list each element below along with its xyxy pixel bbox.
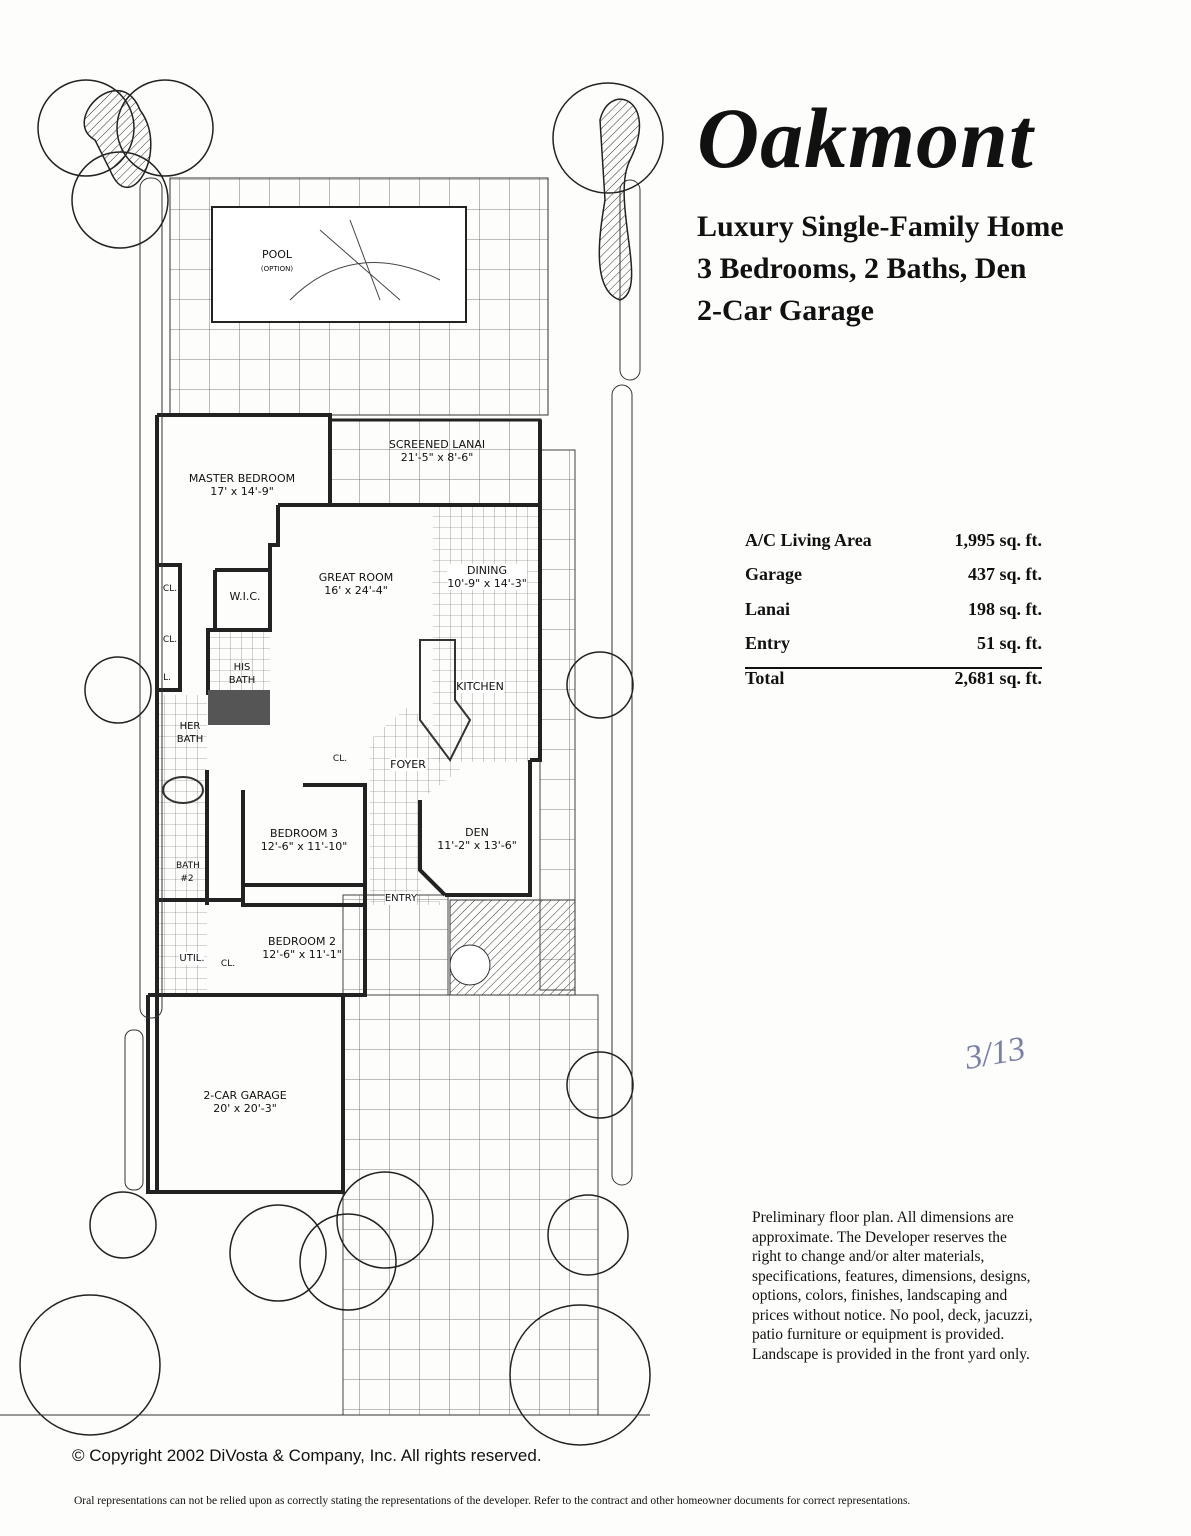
shower <box>208 690 270 725</box>
subtitle-line: 3 Bedrooms, 2 Baths, Den <box>697 252 1027 285</box>
total-divider <box>745 667 1042 669</box>
utility-label: UTIL. <box>179 952 205 965</box>
landscape-trees <box>19 79 664 1446</box>
area-row: A/C Living Area 1,995 sq. ft. <box>745 530 1042 551</box>
area-value: 1,995 sq. ft. <box>954 530 1042 550</box>
lanai-dimensions: 21'-5" x 8'-6" <box>400 451 474 464</box>
pool-label: POOL (OPTION) <box>261 248 293 276</box>
oral-representation-notice: Oral representations can not be relied u… <box>74 1495 911 1507</box>
his-bath-label: HIS BATH <box>228 662 256 686</box>
model-title: Oakmont <box>697 90 1034 186</box>
total-row: Total 2,681 sq. ft. <box>745 668 1042 689</box>
area-value: 198 sq. ft. <box>967 599 1042 619</box>
closet-label: CL. <box>332 754 348 764</box>
foyer-label: FOYER <box>390 758 426 771</box>
garage-name: 2-CAR GARAGE <box>203 1089 287 1102</box>
bed3-name: BEDROOM 3 <box>270 827 338 840</box>
great-name: GREAT ROOM <box>318 571 394 584</box>
bed3-dimensions: 12'-6" x 11'-10" <box>260 840 348 853</box>
linen-label: L. <box>163 673 171 683</box>
bath-2-label: BATH #2 <box>176 861 200 884</box>
pool <box>211 206 467 323</box>
area-row: Lanai 198 sq. ft. <box>745 599 1042 620</box>
closet-label: CL. <box>162 635 178 645</box>
den-name: DEN <box>465 826 489 839</box>
bed2-name: BEDROOM 2 <box>268 935 336 948</box>
bed2-dimensions: 12'-6" x 11'-1" <box>262 948 342 961</box>
area-row: Garage 437 sq. ft. <box>745 564 1042 585</box>
copyright-notice: © Copyright 2002 DiVosta & Company, Inc.… <box>72 1446 542 1465</box>
wic-label: W.I.C. <box>229 590 261 603</box>
closet-label: CL. <box>162 584 178 594</box>
entry-label: ENTRY <box>384 892 418 905</box>
pool-option-note: (OPTION) <box>260 265 294 273</box>
area-value: 437 sq. ft. <box>967 564 1042 584</box>
subtitle-line: Luxury Single-Family Home <box>697 210 1064 243</box>
kitchen-counter <box>419 639 472 762</box>
kitchen-label: KITCHEN <box>456 680 504 693</box>
master-name: MASTER BEDROOM <box>188 472 296 485</box>
disclaimer-text: Preliminary floor plan. All dimensions a… <box>752 1209 1033 1363</box>
great-dimensions: 16' x 24'-4" <box>324 584 388 597</box>
area-value: 51 sq. ft. <box>976 633 1042 653</box>
garage-dimensions: 20' x 20'-3" <box>213 1102 277 1115</box>
area-row: Entry 51 sq. ft. <box>745 633 1042 654</box>
pool-name: POOL <box>261 248 293 261</box>
total-label: Total <box>745 668 785 688</box>
area-label: A/C Living Area <box>745 530 872 550</box>
area-label: Entry <box>745 633 790 653</box>
closet-label: CL. <box>220 959 236 969</box>
master-dimensions: 17' x 14'-9" <box>210 485 274 498</box>
area-label: Lanai <box>745 599 791 619</box>
area-label: Garage <box>745 564 802 584</box>
her-bath-label: HER BATH <box>176 721 204 745</box>
tub <box>162 776 204 804</box>
total-value: 2,681 sq. ft. <box>954 668 1042 688</box>
subtitle-line: 2-Car Garage <box>697 294 874 327</box>
dining-name: DINING <box>467 564 507 577</box>
lanai-name: SCREENED LANAI <box>388 438 486 451</box>
den-dimensions: 11'-2" x 13'-6" <box>437 839 517 852</box>
dining-dimensions: 10'-9" x 14'-3" <box>447 577 527 590</box>
